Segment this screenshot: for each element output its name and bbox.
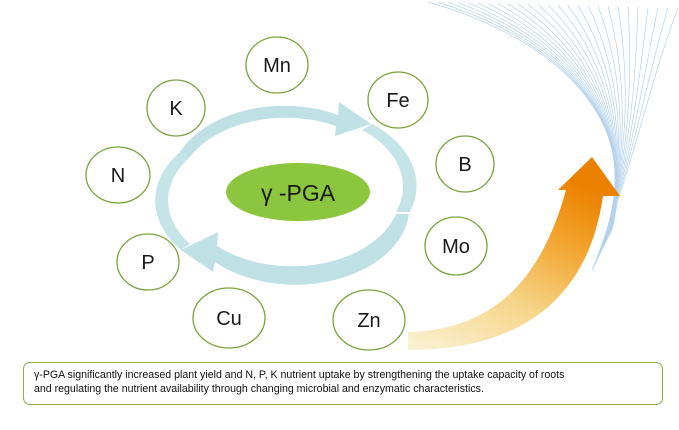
nutrient-node-b: B <box>435 135 495 193</box>
nutrient-label-mn: Mn <box>263 55 291 77</box>
nutrient-node-n: N <box>85 146 151 204</box>
swoosh-line <box>593 7 659 267</box>
nutrient-node-mo: Mo <box>424 216 488 276</box>
nutrient-label-k: K <box>169 98 183 120</box>
nutrient-node-p: P <box>116 233 180 291</box>
swoosh-line <box>594 7 649 266</box>
nutrient-node-mn: Mn <box>245 36 309 94</box>
growth-arrow <box>408 157 620 350</box>
nutrient-cycle-diagram: γ -PGA Mn Fe B Mo Zn Cu P N K <box>85 1 679 351</box>
nutrient-node-fe: Fe <box>367 71 429 129</box>
nutrient-label-fe: Fe <box>386 90 409 112</box>
nutrient-label-cu: Cu <box>216 308 242 330</box>
nutrient-label-b: B <box>458 154 471 176</box>
caption-box: γ-PGA significantly increased plant yiel… <box>23 362 663 405</box>
nutrient-node-k: K <box>146 79 206 137</box>
swoosh-lines <box>427 1 679 271</box>
caption-line-2: and regulating the nutrient availability… <box>34 383 484 395</box>
nutrient-node-zn: Zn <box>332 289 406 351</box>
swoosh-line <box>591 7 679 271</box>
nutrient-node-cu: Cu <box>192 287 266 349</box>
caption-line-1: γ-PGA significantly increased plant yiel… <box>34 369 565 381</box>
nutrient-label-n: N <box>111 165 125 187</box>
nutrient-label-mo: Mo <box>442 236 470 258</box>
cycle-arrow <box>155 102 417 285</box>
center-label: γ -PGA <box>261 180 336 206</box>
nutrient-label-zn: Zn <box>357 310 380 332</box>
center-node: γ -PGA <box>226 163 370 221</box>
nutrient-label-p: P <box>141 252 154 274</box>
